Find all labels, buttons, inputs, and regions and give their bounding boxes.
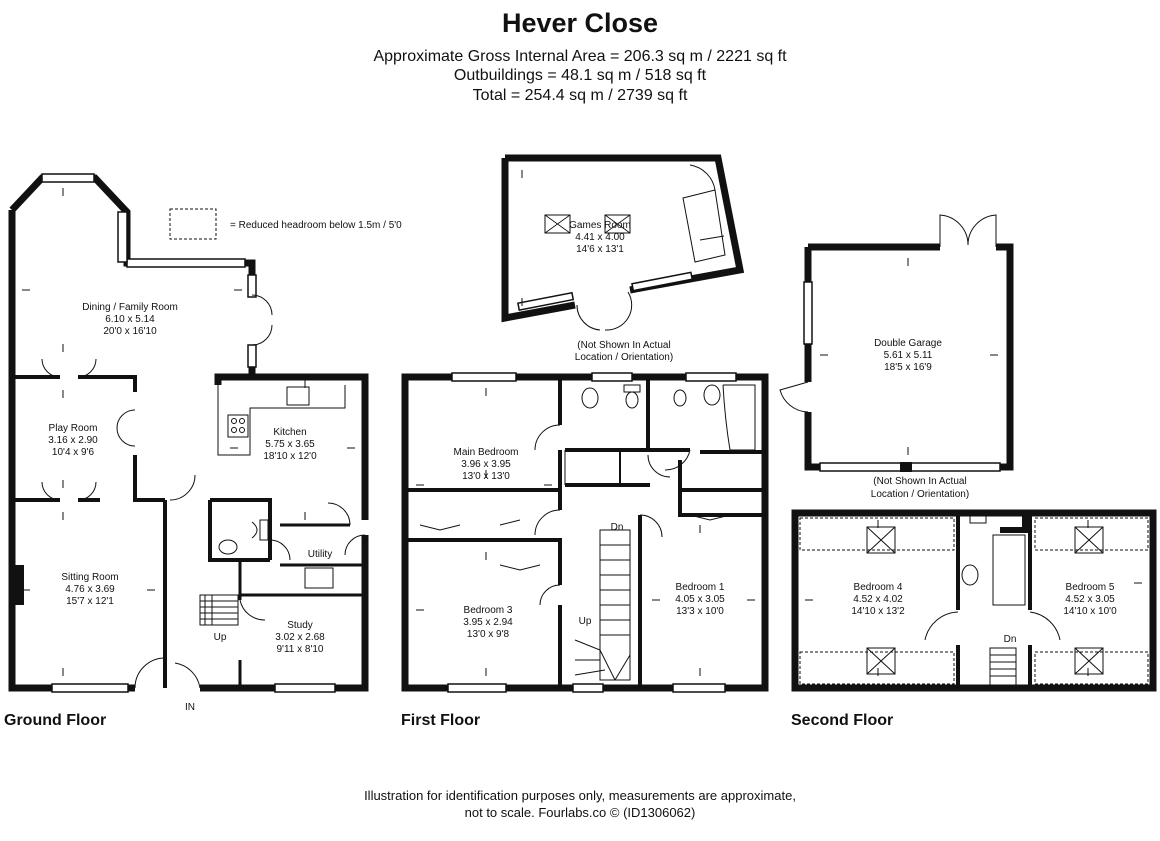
garage-plan [779, 214, 1014, 472]
play-room-label: Play Room [49, 423, 98, 434]
bedroom-1-metric: 4.05 x 3.05 [675, 594, 725, 605]
skylights [866, 514, 1104, 687]
study-label: Study [287, 620, 313, 631]
page-title: Hever Close [501, 8, 659, 38]
garage-note-2: Location / Orientation) [871, 489, 969, 500]
second-stairs-down-label: Dn [1004, 634, 1017, 645]
ground-stairs-up-label: Up [214, 632, 227, 643]
gross-area: Approximate Gross Internal Area = 206.3 … [373, 48, 787, 65]
games-room-plan [501, 154, 745, 331]
main-bedroom-label: Main Bedroom [453, 447, 518, 458]
play-room-metric: 3.16 x 2.90 [48, 435, 98, 446]
bedroom-3-imperial: 13'0 x 9'8 [467, 629, 510, 640]
main-bedroom-metric: 3.96 x 3.95 [461, 459, 511, 470]
total-area: Total = 254.4 sq m / 2739 sq ft [472, 87, 688, 104]
dining-room-metric: 6.10 x 5.14 [105, 314, 155, 325]
outbuildings-area: Outbuildings = 48.1 sq m / 518 sq ft [453, 67, 707, 84]
study-metric: 3.02 x 2.68 [275, 632, 325, 643]
first-stairs-up-label: Up [579, 616, 592, 627]
utility-label: Utility [308, 549, 332, 560]
second-floor-plan [791, 509, 1157, 692]
bedroom-5-imperial: 14'10 x 10'0 [1063, 606, 1117, 617]
dining-room-label: Dining / Family Room [82, 302, 178, 313]
games-room-label: Games Room [569, 220, 631, 231]
first-floor-plan [401, 373, 769, 692]
garage-imperial: 18'5 x 16'9 [884, 362, 932, 373]
first-windows [447, 372, 737, 693]
study-imperial: 9'11 x 8'10 [276, 644, 323, 655]
bedroom-4-label: Bedroom 4 [854, 582, 903, 593]
bedroom-5-label: Bedroom 5 [1066, 582, 1115, 593]
bedroom-4-imperial: 14'10 x 13'2 [851, 606, 905, 617]
games-room-metric: 4.41 x 4.00 [575, 232, 625, 243]
main-bedroom-imperial: 13'0 x 13'0 [462, 471, 510, 482]
bedroom-3-label: Bedroom 3 [464, 605, 513, 616]
garage-metric: 5.61 x 5.11 [884, 350, 933, 361]
sitting-room-imperial: 15'7 x 12'1 [66, 596, 114, 607]
kitchen-label: Kitchen [273, 427, 306, 438]
sitting-room-metric: 4.76 x 3.69 [65, 584, 115, 595]
kitchen-metric: 5.75 x 3.65 [265, 439, 315, 450]
games-room-note-1: (Not Shown In Actual [577, 340, 670, 351]
garage-note-1: (Not Shown In Actual [873, 476, 966, 487]
ground-windows [41, 173, 336, 693]
first-stairs-down-label: Dn [611, 522, 624, 533]
games-room-note-2: Location / Orientation) [575, 352, 673, 363]
games-room-imperial: 14'6 x 13'1 [576, 244, 624, 255]
bedroom-1-imperial: 13'3 x 10'0 [676, 606, 724, 617]
kitchen-imperial: 18'10 x 12'0 [263, 451, 317, 462]
sitting-room-label: Sitting Room [61, 572, 118, 583]
bedroom-5-metric: 4.52 x 3.05 [1065, 594, 1115, 605]
bedroom-1-label: Bedroom 1 [676, 582, 725, 593]
bedroom-4-metric: 4.52 x 4.02 [853, 594, 903, 605]
dimension-arrows [22, 170, 1142, 676]
bedroom-3-metric: 3.95 x 2.94 [463, 617, 513, 628]
disclaimer-line-1: Illustration for identification purposes… [364, 788, 796, 803]
disclaimer-line-2: not to scale. Fourlabs.co © (ID1306062) [464, 805, 696, 820]
garage-label: Double Garage [874, 338, 942, 349]
entrance-label: IN [185, 702, 195, 713]
dining-room-imperial: 20'0 x 16'10 [103, 326, 157, 337]
legend-text: = Reduced headroom below 1.5m / 5'0 [230, 220, 402, 231]
first-floor-heading: First Floor [401, 712, 481, 729]
room-labels: Dining / Family Room 6.10 x 5.14 20'0 x … [48, 220, 1117, 713]
second-floor-heading: Second Floor [791, 712, 894, 729]
play-room-imperial: 10'4 x 9'6 [52, 447, 95, 458]
ground-floor-heading: Ground Floor [4, 712, 107, 729]
